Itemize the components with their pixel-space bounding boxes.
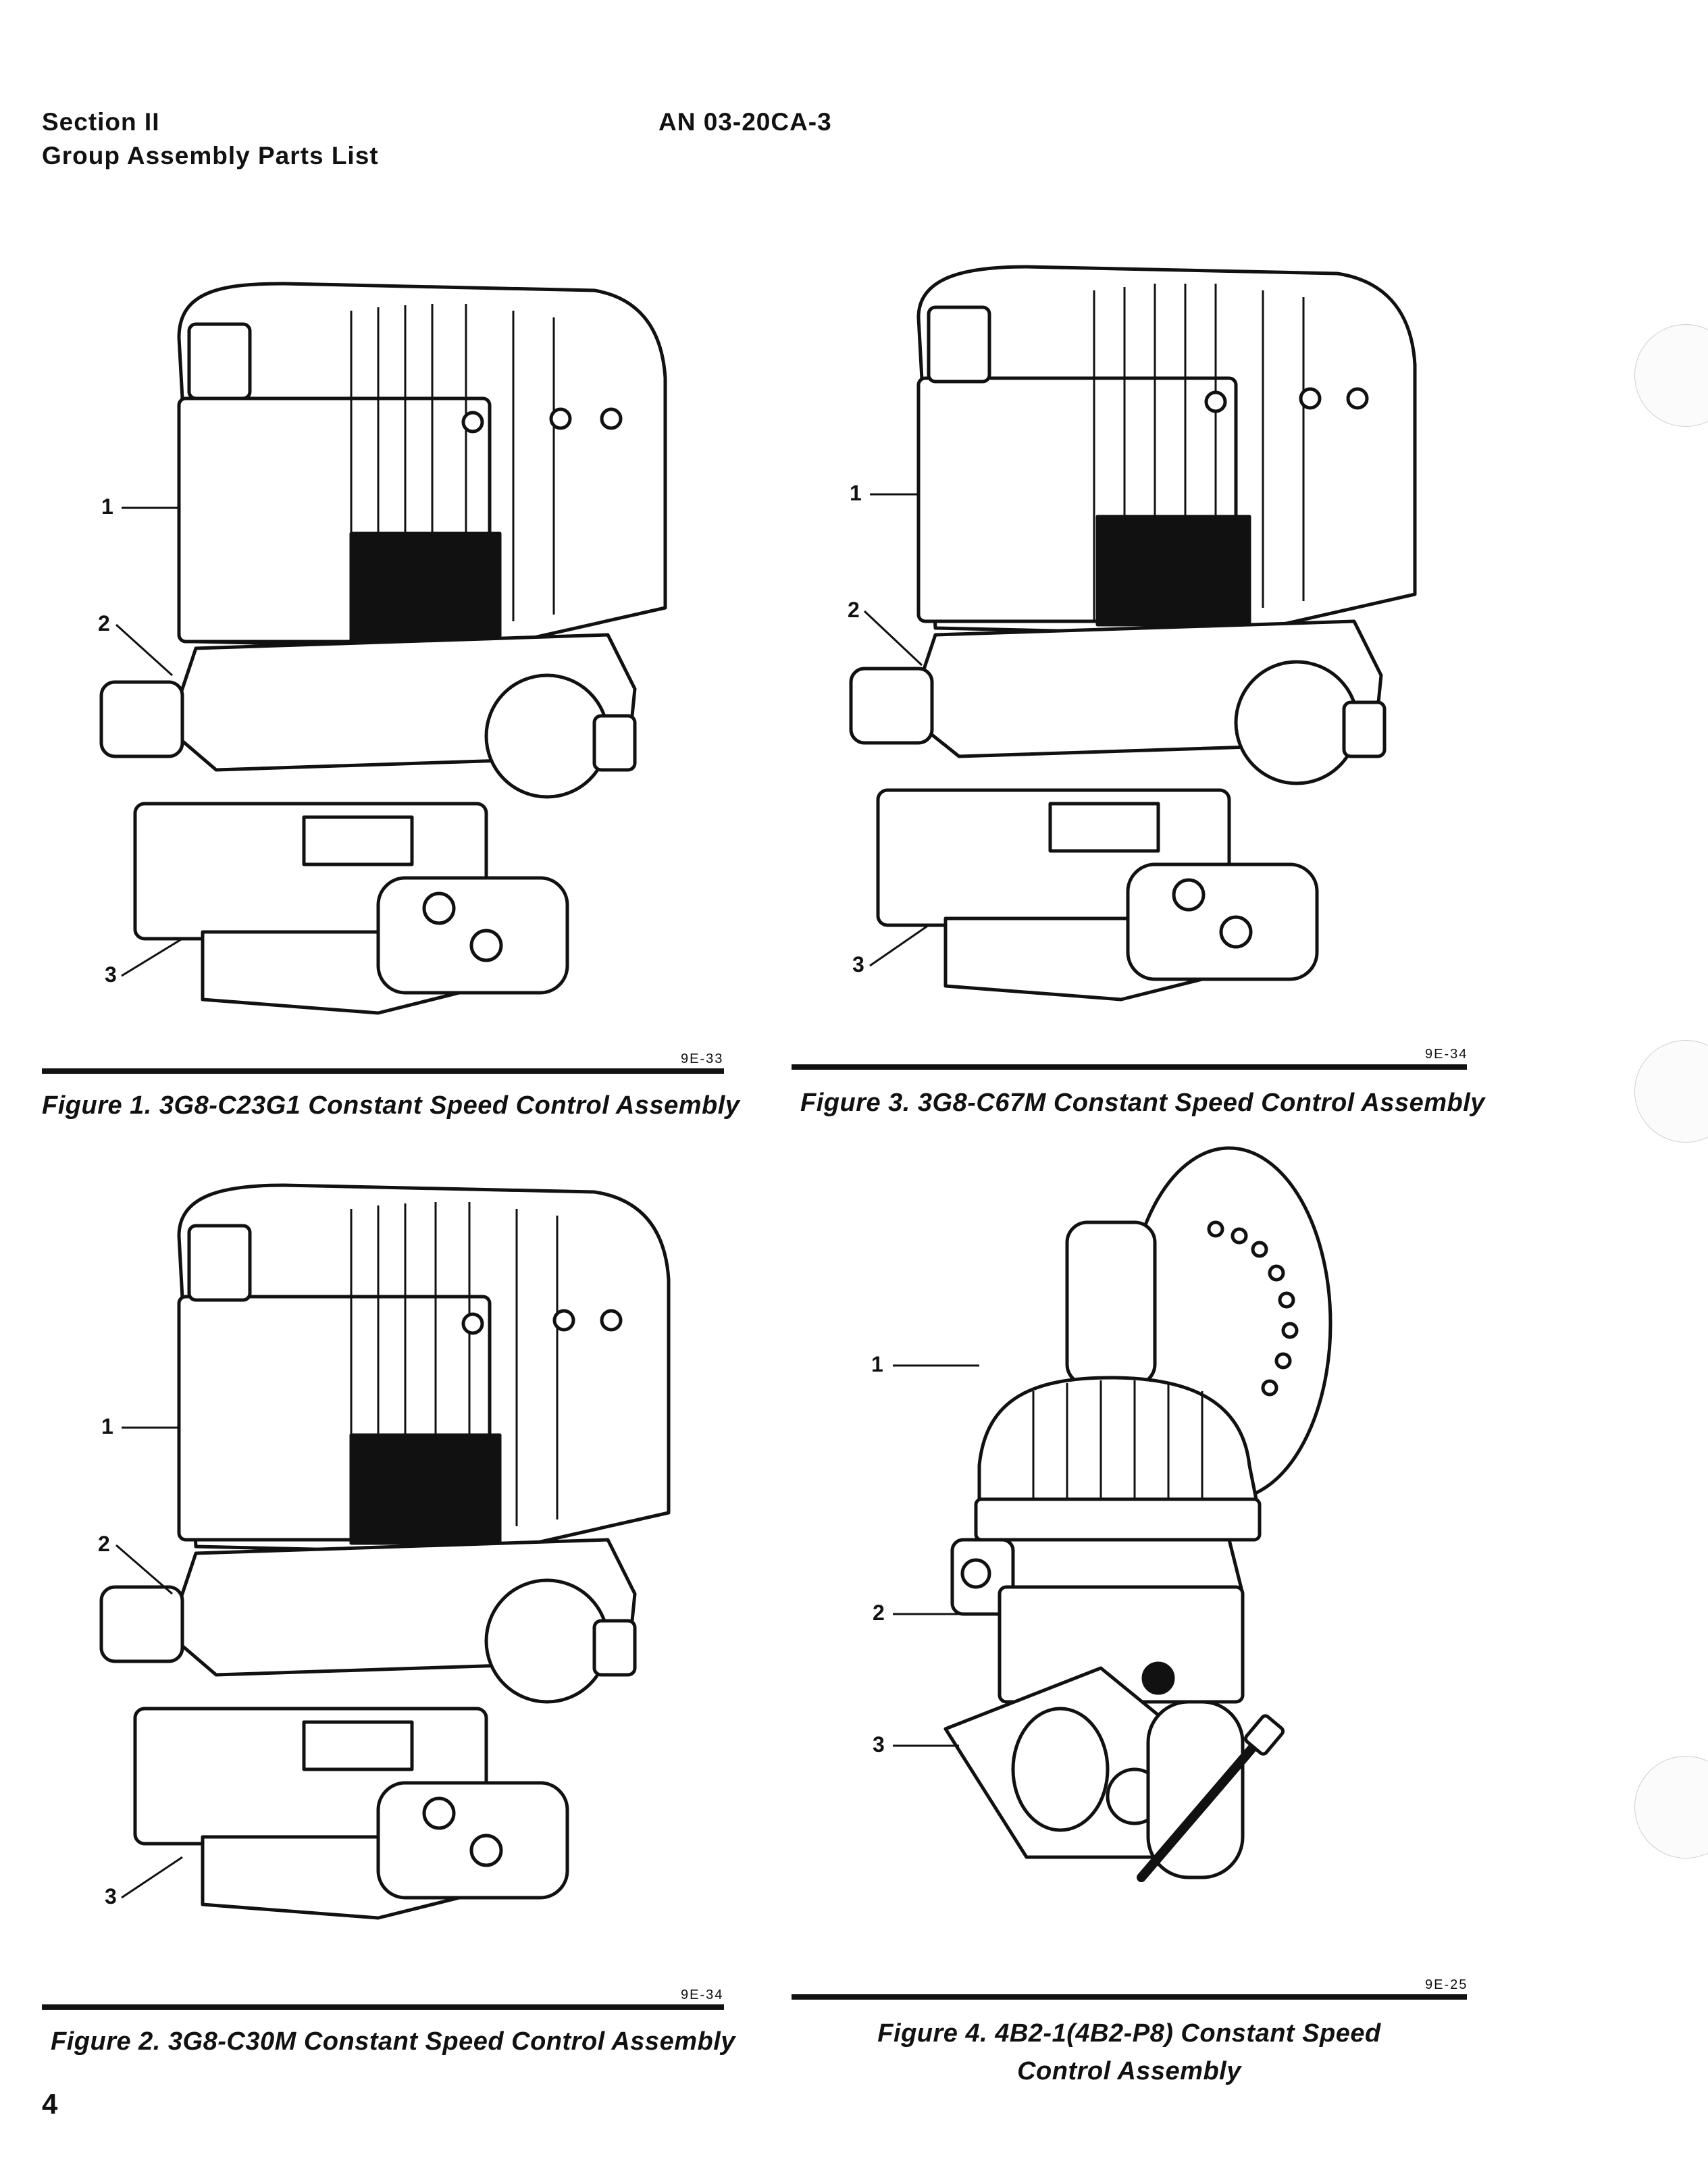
figure-3-rule	[792, 1064, 1467, 1070]
figure-4-callout-2: 2	[873, 1601, 885, 1625]
figure-3-leader-lines	[863, 493, 929, 967]
figure-2-callout-3: 3	[105, 1884, 117, 1908]
figure-2-illustration	[99, 1183, 671, 1920]
figure-3-illustration	[849, 265, 1417, 1002]
figure-1-callout-1: 1	[101, 494, 113, 519]
figure-4-callout-1: 1	[871, 1352, 883, 1376]
figure-4-code: 9E-25	[1425, 1977, 1468, 1992]
figure-1-callout-2: 2	[98, 611, 110, 635]
figure-1-leader-lines	[115, 506, 183, 977]
figure-3-callout-3: 3	[852, 952, 864, 977]
binder-hole-bottom	[1634, 1756, 1708, 1859]
figure-2-code: 9E-34	[681, 1988, 724, 2002]
document-number: AN 03-20CA-3	[658, 108, 832, 136]
figure-2-rule	[42, 2004, 724, 2010]
figure-2-leader-lines	[115, 1426, 183, 1899]
figure-1-rule	[42, 1068, 724, 1074]
figure-1-caption: Figure 1. 3G8-C23G1 Constant Speed Contr…	[42, 1091, 740, 1120]
figure-4-leader-lines	[893, 1364, 1000, 1747]
figure-4-rule	[792, 1994, 1467, 2000]
figure-3-callout-1: 1	[850, 481, 862, 505]
section-subtitle: Group Assembly Parts List	[42, 142, 379, 170]
figure-3-code: 9E-34	[1425, 1047, 1468, 1062]
figure-3-callout-2: 2	[848, 598, 860, 622]
page-number: 4	[42, 2088, 58, 2120]
figure-4-illustration	[943, 1146, 1332, 1882]
figure-4-caption-line-2: Control Assembly	[1017, 2057, 1241, 2085]
figure-1-code: 9E-33	[681, 1051, 724, 1066]
figure-2-caption: Figure 2. 3G8-C30M Constant Speed Contro…	[51, 2027, 735, 2056]
figure-2-callout-2: 2	[98, 1532, 110, 1556]
figure-2-callout-1: 1	[101, 1414, 113, 1438]
binder-hole-top	[1634, 324, 1708, 427]
figure-1-callout-3: 3	[105, 962, 117, 987]
figure-4-caption-line-1: Figure 4. 4B2-1(4B2-P8) Constant Speed	[877, 2019, 1381, 2048]
figure-1-illustration	[99, 282, 667, 1015]
figure-3-caption: Figure 3. 3G8-C67M Constant Speed Contro…	[800, 1089, 1485, 1117]
section-label: Section II	[42, 108, 160, 136]
figure-4-callout-3: 3	[873, 1732, 885, 1757]
binder-hole-middle	[1634, 1040, 1708, 1143]
